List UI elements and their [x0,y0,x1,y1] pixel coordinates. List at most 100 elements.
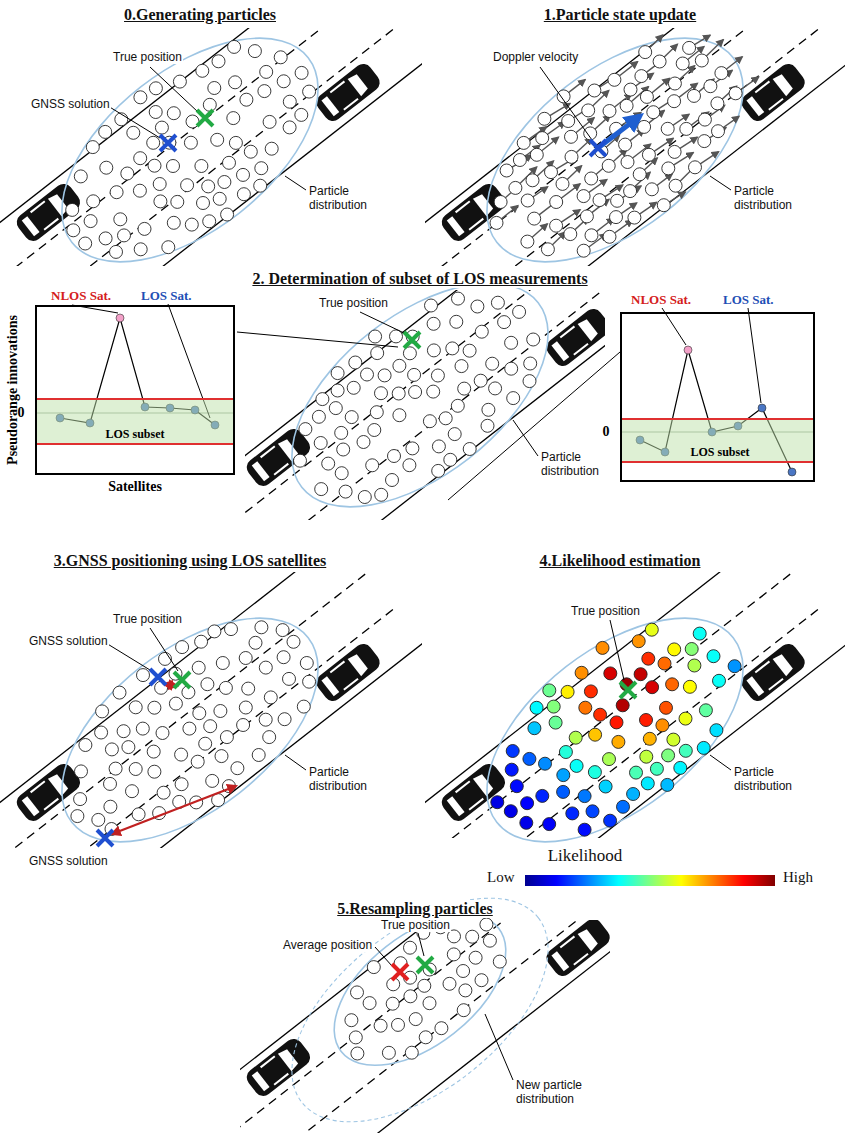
particle [650,762,663,775]
particle [697,741,710,754]
particle [203,215,216,228]
particle [155,121,168,134]
callout-label: LOS Sat. [140,288,193,304]
scene [0,28,422,266]
particle [274,51,287,64]
particle [543,684,556,697]
particle [67,224,80,237]
particle [148,765,161,778]
particle [562,115,575,128]
particle [459,984,472,997]
particle [639,46,652,59]
particle [382,1046,395,1059]
particle [367,961,380,974]
particle [71,810,84,823]
particle [683,680,696,693]
particle [100,161,113,174]
particle [443,977,456,990]
particle [368,424,381,437]
callout-label: New particle distribution [515,1078,591,1106]
band-label: LOS subset [690,445,749,460]
particle [208,82,221,95]
particle [480,918,493,931]
particle [287,635,300,648]
particle [463,443,476,456]
particle [575,666,588,679]
particle [203,98,216,111]
particle [577,244,590,257]
particle [148,159,161,172]
particle [564,228,577,241]
particle [588,766,601,779]
particle [645,183,658,196]
section-title: 1.Particle state update [543,6,697,24]
particle [610,716,623,729]
particle [550,196,563,209]
particle [240,93,253,106]
particle [129,701,142,714]
band-label: LOS subset [105,427,164,442]
particle [642,652,655,665]
particle [521,194,534,207]
particle [345,411,358,424]
particle [685,643,698,656]
particle [329,402,342,415]
particle [536,132,549,145]
particle [667,733,680,746]
particle [475,974,488,987]
callout-label: Particle distribution [733,184,809,212]
particle [375,488,388,501]
scene [240,920,610,1133]
particle [278,713,291,726]
particle [530,148,543,161]
axis-zero: 0 [18,405,25,421]
particle [113,686,126,699]
callout-label: Low [486,869,516,886]
particle [167,216,180,229]
particle [589,728,602,741]
particle [504,805,517,818]
particle [162,241,175,254]
particle [363,997,376,1010]
particle [523,375,536,388]
particle [339,485,352,498]
particle [527,333,540,346]
particle [255,621,268,634]
particle [211,133,224,146]
particle [585,172,598,185]
particle [579,701,592,714]
particle [199,737,212,750]
particle [374,1019,387,1032]
particle [588,84,601,97]
particle [624,185,637,198]
scene [425,28,845,266]
particle [299,423,312,436]
particle [646,681,659,694]
particle [134,91,147,104]
particle [582,104,595,117]
particle [248,45,261,58]
particle [184,136,197,149]
particle [729,87,742,100]
particle [132,808,145,821]
particle [593,194,606,207]
section-title: 0.Generating particles [123,6,277,24]
chart-frame: Pseudorange innovations0SatellitesLOS su… [35,305,235,475]
particle [435,1022,448,1035]
particle [204,720,217,733]
particle [617,800,630,813]
particle [707,650,720,663]
scene [245,290,605,520]
particle [216,657,229,670]
particle [679,712,692,725]
particle [197,197,210,210]
particle [668,95,681,108]
callout-label: True position [112,612,183,626]
particle [569,731,582,744]
particle [218,176,231,189]
callout-label: Average position [282,938,373,952]
particle [371,347,384,360]
particle [134,152,147,165]
particle [680,122,693,135]
